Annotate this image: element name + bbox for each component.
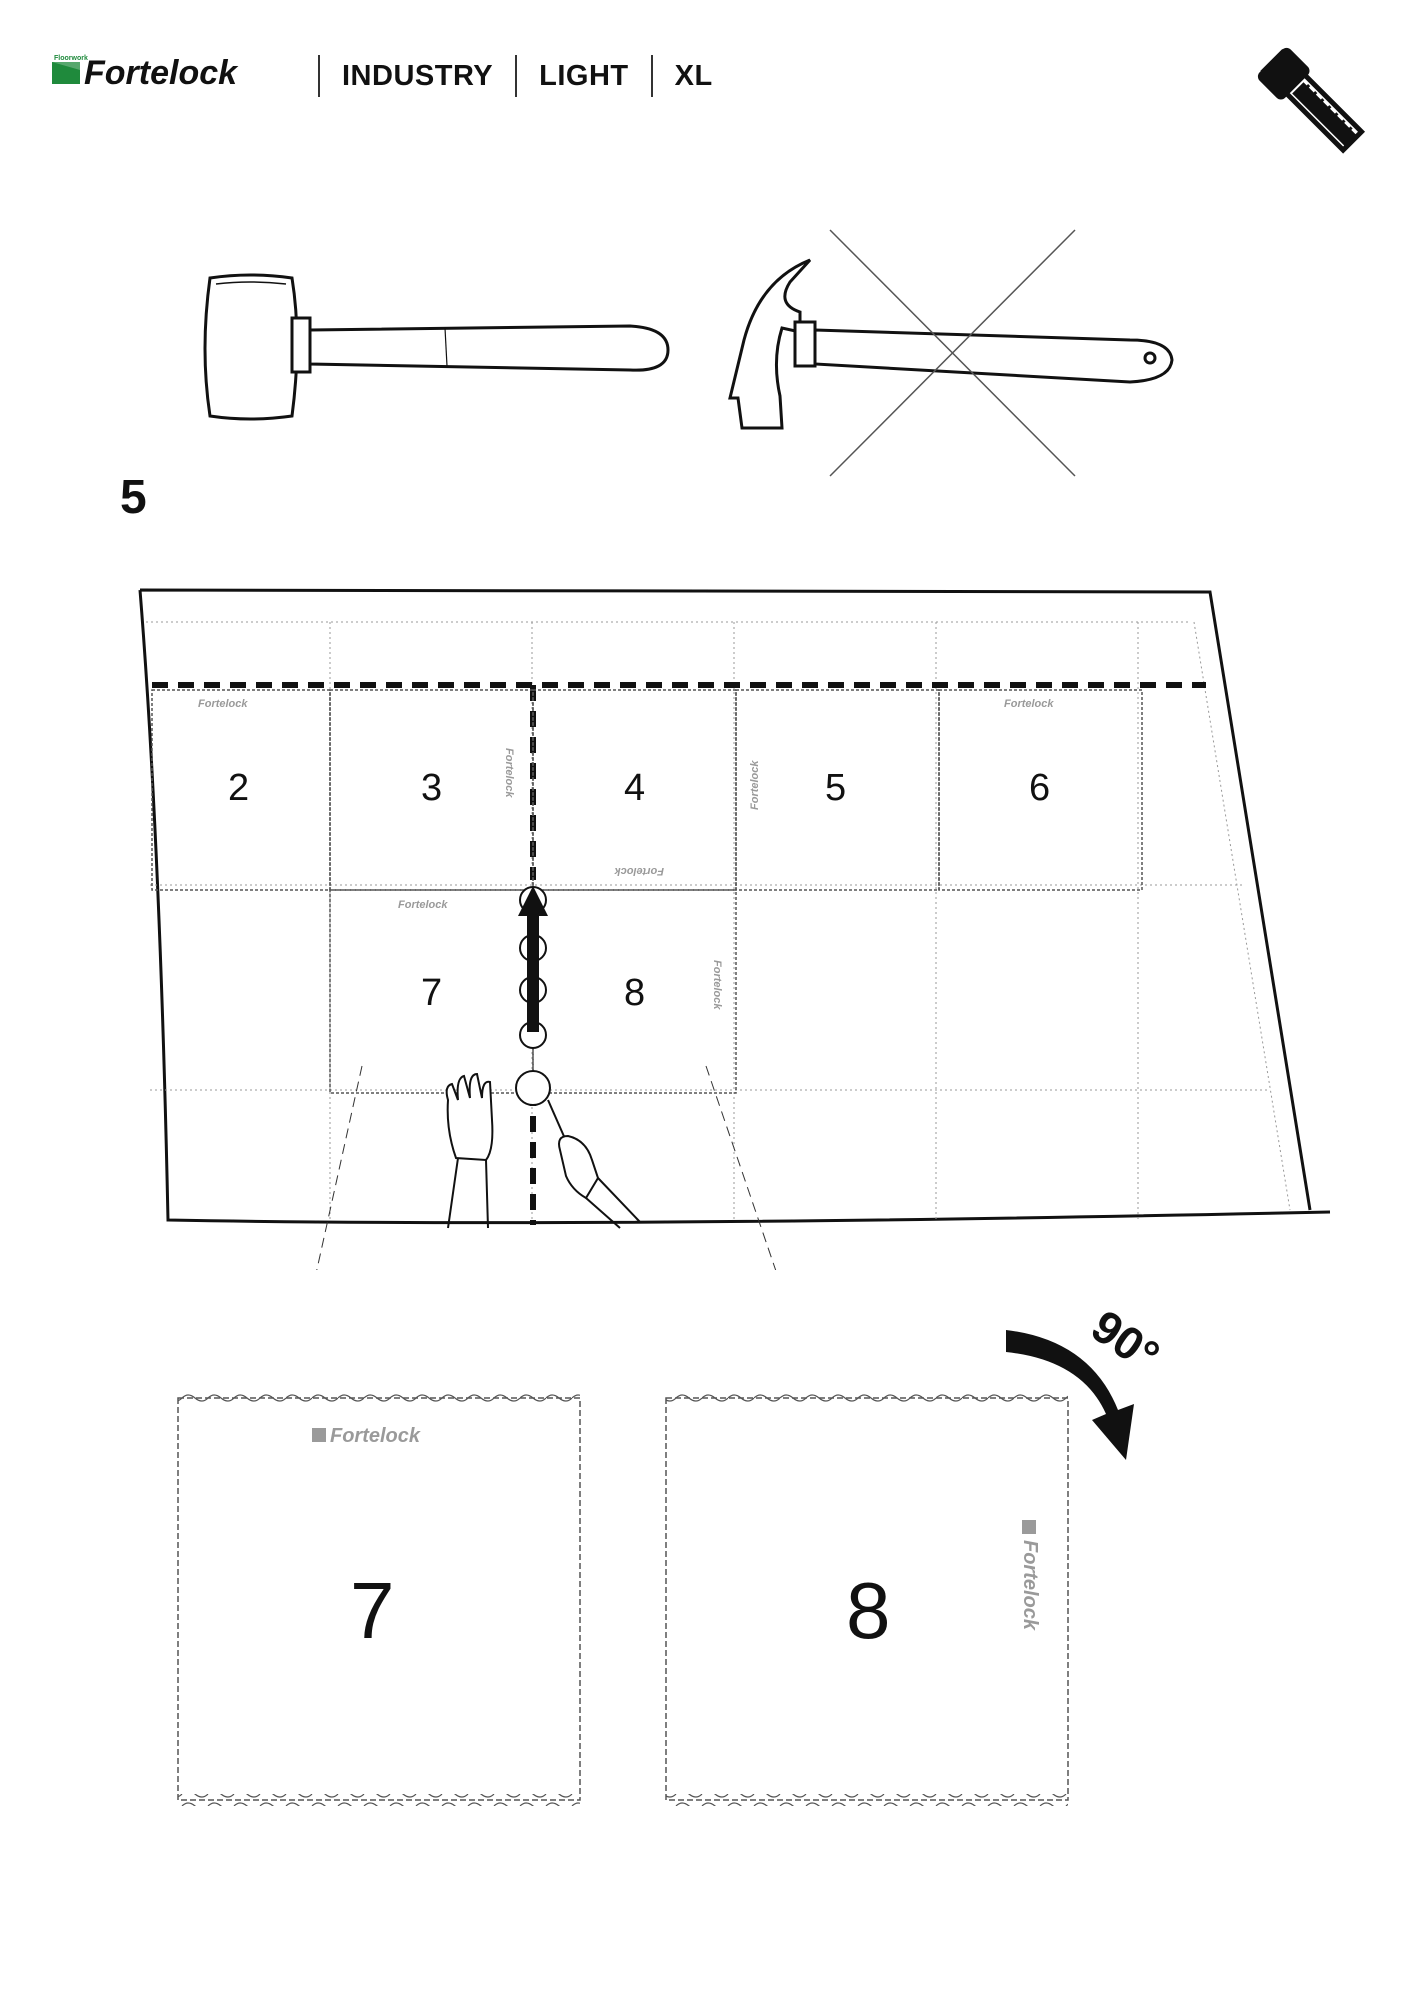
tile-8-number: 8 bbox=[624, 972, 645, 1014]
tile-7-number: 7 bbox=[421, 972, 442, 1014]
tile-4-number: 4 bbox=[624, 767, 645, 809]
floor-grid bbox=[146, 621, 1291, 1220]
nav-separator bbox=[318, 55, 320, 97]
tile-7-logo: Fortelock bbox=[398, 899, 448, 911]
mallet-hand-icon bbox=[547, 1099, 641, 1229]
brand-logo: Floorwork Fortelock bbox=[52, 50, 292, 100]
brand-small-label: Floorwork bbox=[54, 55, 88, 62]
tile-6-number: 6 bbox=[1029, 767, 1050, 809]
step-number: 5 bbox=[120, 471, 147, 524]
detail-tile-7-logo: Fortelock bbox=[330, 1425, 421, 1447]
installation-diagram: 2 3 4 5 6 7 8 Fortelock Fortelock Fortel… bbox=[138, 588, 1331, 1270]
tile-2-logo: Fortelock bbox=[198, 698, 248, 710]
rubber-mallet-icon bbox=[203, 273, 670, 421]
cross-out-icon bbox=[829, 229, 1076, 477]
nav-industry: INDUSTRY bbox=[342, 59, 494, 92]
detail-tile-8-number: 8 bbox=[846, 1566, 891, 1655]
claw-hammer-icon bbox=[728, 258, 1174, 430]
nav-separator bbox=[515, 55, 518, 97]
nav-xl: XL bbox=[674, 59, 713, 92]
detail-tile-7: 7 Fortelock bbox=[177, 1392, 581, 1806]
tile-2-number: 2 bbox=[228, 767, 249, 809]
hand-icon bbox=[445, 1072, 494, 1229]
tile-3-logo: Fortelock bbox=[503, 748, 515, 798]
tile-5-logo: Fortelock bbox=[749, 760, 761, 810]
tile-8-logo: Fortelock bbox=[711, 960, 723, 1010]
up-arrow-icon bbox=[518, 886, 548, 1032]
brand-flag-icon bbox=[52, 62, 80, 84]
detail-leader-7 bbox=[316, 1065, 363, 1270]
detail-leader-8 bbox=[705, 1065, 777, 1270]
nav-light: LIGHT bbox=[539, 59, 629, 92]
detail-tile-7-number: 7 bbox=[350, 1566, 395, 1655]
tile-3-number: 3 bbox=[421, 767, 442, 809]
floor-outline bbox=[138, 588, 1331, 1225]
product-breadcrumb: INDUSTRY LIGHT XL bbox=[296, 54, 713, 98]
detail-tile-8: 8 Fortelock bbox=[665, 1392, 1069, 1806]
rotate-arrow-icon bbox=[1006, 1330, 1134, 1460]
detail-tile-8-logo-mark bbox=[1022, 1520, 1036, 1534]
tile-6-logo: Fortelock bbox=[1004, 698, 1054, 710]
brand-name: Fortelock bbox=[84, 54, 239, 92]
tile-5-number: 5 bbox=[825, 767, 846, 809]
tools-illustration bbox=[203, 229, 1174, 477]
tile-7 bbox=[329, 889, 534, 1094]
tile-orientation-detail: 7 Fortelock 8 Fortelock 90° bbox=[177, 1300, 1169, 1806]
detail-tile-8-logo: Fortelock bbox=[1019, 1540, 1041, 1631]
ruler-hammer-icon bbox=[1252, 42, 1372, 162]
nav-separator bbox=[650, 55, 653, 97]
tile-6 bbox=[938, 689, 1143, 891]
rotation-label: 90° bbox=[1082, 1300, 1169, 1382]
tile-4-logo: Fortelock bbox=[614, 865, 664, 877]
detail-tile-7-logo-mark bbox=[312, 1428, 326, 1442]
